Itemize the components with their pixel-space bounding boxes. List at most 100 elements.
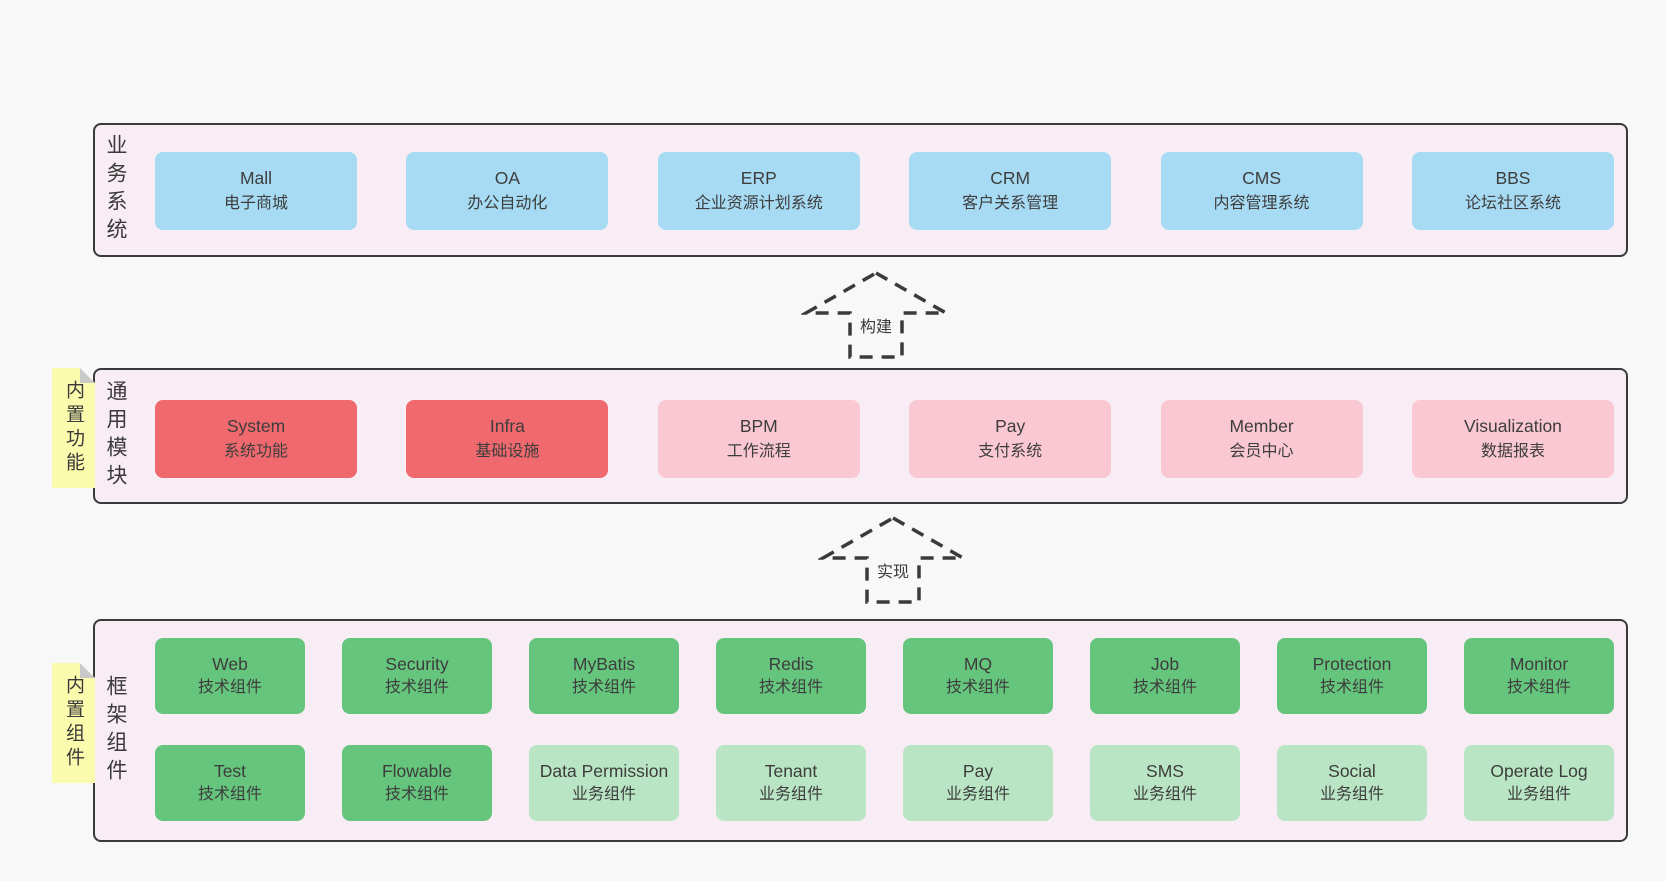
box-subtitle: 技术组件 [945,679,1010,696]
node-mybatis: MyBatis 技术组件 [529,638,679,714]
box-subtitle: 会员中心 [1229,443,1294,460]
box-subtitle: 论坛社区系统 [1464,195,1561,212]
box-subtitle: 技术组件 [197,679,262,696]
layer-modules-label: 通用模块 [104,380,127,492]
box-name: OA [494,168,521,188]
box-subtitle: 业务组件 [758,786,823,803]
sticky-note-text: 内置功能 [63,380,84,476]
box-subtitle: 技术组件 [1506,679,1571,696]
sticky-note-text: 内置组件 [63,675,84,771]
box-name: Pay [962,761,994,781]
box-subtitle: 客户关系管理 [962,195,1059,212]
node-protection: Protection 技术组件 [1277,638,1427,714]
box-subtitle: 工作流程 [726,443,791,460]
implement-arrow-label: 实现 [873,558,913,582]
box-name: Test [213,761,247,781]
box-name: Infra [489,416,525,436]
node-redis: Redis 技术组件 [716,638,866,714]
box-subtitle: 业务组件 [945,786,1010,803]
build-arrow-label: 构建 [856,313,896,337]
node-pay: Pay 支付系统 [909,400,1112,478]
layer-label-wrap: 框架组件 [97,621,133,840]
box-name: Data Permission [539,761,669,781]
box-name: Tenant [764,761,818,781]
box-subtitle: 业务组件 [1132,786,1197,803]
node-security: Security 技术组件 [342,638,492,714]
box-subtitle: 技术组件 [384,679,449,696]
box-subtitle: 技术组件 [1319,679,1384,696]
node-cms: CMS 内容管理系统 [1160,152,1363,230]
sticky-note-builtin-components: 内置组件 [52,663,95,783]
box-subtitle: 内容管理系统 [1213,195,1310,212]
box-subtitle: 电子商城 [223,195,288,212]
box-name: Visualization [1463,416,1562,436]
box-name: Pay [995,416,1026,436]
box-subtitle: 数据报表 [1480,443,1545,460]
box-name: MQ [963,654,993,674]
node-member: Member 会员中心 [1160,400,1363,478]
node-mq: MQ 技术组件 [903,638,1053,714]
node-crm: CRM 客户关系管理 [909,152,1112,230]
node-web: Web 技术组件 [155,638,305,714]
box-subtitle: 基础设施 [475,443,540,460]
box-name: Redis [768,654,814,674]
node-data-permission: Data Permission 业务组件 [529,745,679,821]
sticky-note-builtin-features: 内置功能 [52,368,95,488]
box-name: Mall [239,168,273,188]
layer-framework-label: 框架组件 [104,674,127,787]
box-name: CMS [1242,168,1281,188]
box-name: Social [1328,761,1376,781]
box-subtitle: 系统功能 [223,443,288,460]
node-visualization: Visualization 数据报表 [1411,400,1614,478]
node-monitor: Monitor 技术组件 [1464,638,1614,714]
box-name: MyBatis [572,654,636,674]
box-subtitle: 技术组件 [1132,679,1197,696]
box-name: Monitor [1509,654,1569,674]
box-subtitle: 支付系统 [978,443,1043,460]
box-name: Job [1150,654,1180,674]
box-name: Protection [1312,654,1392,674]
box-subtitle: 业务组件 [571,786,636,803]
node-job: Job 技术组件 [1090,638,1240,714]
box-subtitle: 企业资源计划系统 [694,195,823,212]
box-name: System [226,416,286,436]
layer-label-wrap: 业务系统 [97,125,133,255]
node-pay: Pay 业务组件 [903,745,1053,821]
implement-arrow: 实现 [818,514,968,606]
box-name: CRM [990,168,1031,188]
layer-label-wrap: 通用模块 [97,370,133,502]
layer-business-label: 业务系统 [104,134,127,246]
box-subtitle: 技术组件 [384,786,449,803]
box-subtitle: 技术组件 [758,679,823,696]
build-arrow: 构建 [801,269,951,361]
box-subtitle: 办公自动化 [467,195,548,212]
node-tenant: Tenant 业务组件 [716,745,866,821]
node-oa: OA 办公自动化 [406,152,609,230]
box-name: Member [1229,416,1294,436]
box-name: Web [212,654,248,674]
node-system: System 系统功能 [155,400,357,478]
node-social: Social 业务组件 [1277,745,1427,821]
box-name: Security [385,654,449,674]
node-test: Test 技术组件 [155,745,305,821]
box-subtitle: 业务组件 [1319,786,1384,803]
box-subtitle: 技术组件 [571,679,636,696]
box-subtitle: 技术组件 [197,786,262,803]
